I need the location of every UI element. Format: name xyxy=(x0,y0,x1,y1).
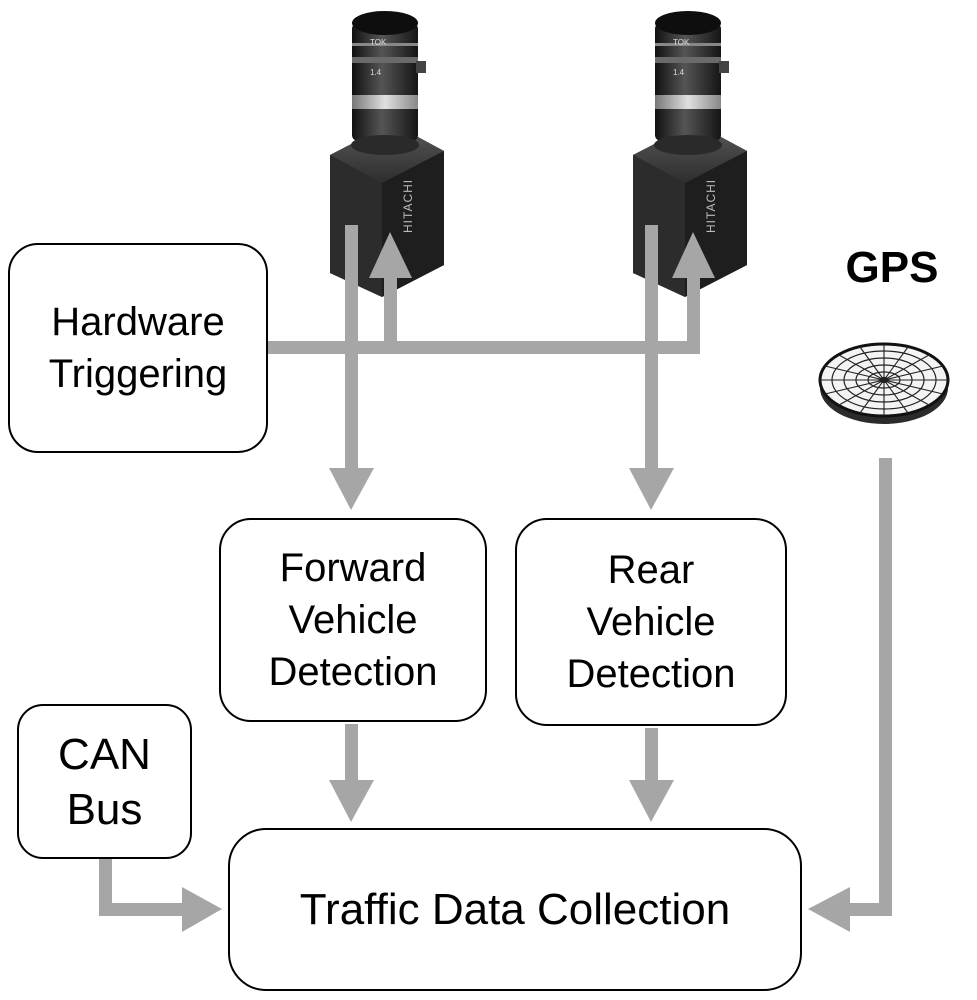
hardware-triggering-line-1: Hardware xyxy=(51,300,225,344)
rear-detection-line-2: Vehicle xyxy=(586,600,716,644)
gps-down-line xyxy=(879,458,892,916)
can-right-line xyxy=(99,903,189,916)
gps-label: GPS xyxy=(845,243,939,292)
forward-detection-line-2: Vehicle xyxy=(288,598,418,642)
can-bus-line-1: CAN xyxy=(58,729,151,779)
trigger-front-arrowhead xyxy=(369,232,412,278)
rear-vehicle-detection-node: Rear Vehicle Detection xyxy=(515,518,787,726)
rear-camera-arrowhead xyxy=(629,468,674,510)
can-bus-line-2: Bus xyxy=(66,784,143,834)
forward-out-line xyxy=(345,724,358,786)
rear-out-line xyxy=(645,728,658,786)
rear-out-arrowhead xyxy=(629,780,674,822)
can-bus-node: CAN Bus xyxy=(17,704,192,859)
traffic-data-collection-label: Traffic Data Collection xyxy=(299,884,731,934)
trigger-rear-arrowhead xyxy=(672,232,715,278)
rear-detection-line-1: Rear xyxy=(607,548,695,592)
gps-arrowhead xyxy=(808,887,850,932)
can-arrowhead xyxy=(182,887,222,932)
gps-left-line xyxy=(845,903,892,916)
front-camera-line xyxy=(345,225,358,475)
rear-camera-line xyxy=(645,225,658,475)
trigger-rear-line xyxy=(687,268,700,354)
can-down-line xyxy=(99,859,112,916)
rear-detection-line-3: Detection xyxy=(566,652,736,696)
trigger-bus-line xyxy=(268,341,699,354)
forward-detection-line-1: Forward xyxy=(279,546,427,590)
hardware-triggering-node: Hardware Triggering xyxy=(8,243,268,453)
traffic-data-collection-node: Traffic Data Collection xyxy=(228,828,802,991)
forward-detection-line-3: Detection xyxy=(268,650,438,694)
forward-vehicle-detection-node: Forward Vehicle Detection xyxy=(219,518,487,722)
forward-out-arrowhead xyxy=(329,780,374,822)
hardware-triggering-line-2: Triggering xyxy=(48,352,228,396)
trigger-front-line xyxy=(384,268,397,354)
front-camera-arrowhead xyxy=(329,468,374,510)
gps-antenna-icon xyxy=(818,342,950,426)
